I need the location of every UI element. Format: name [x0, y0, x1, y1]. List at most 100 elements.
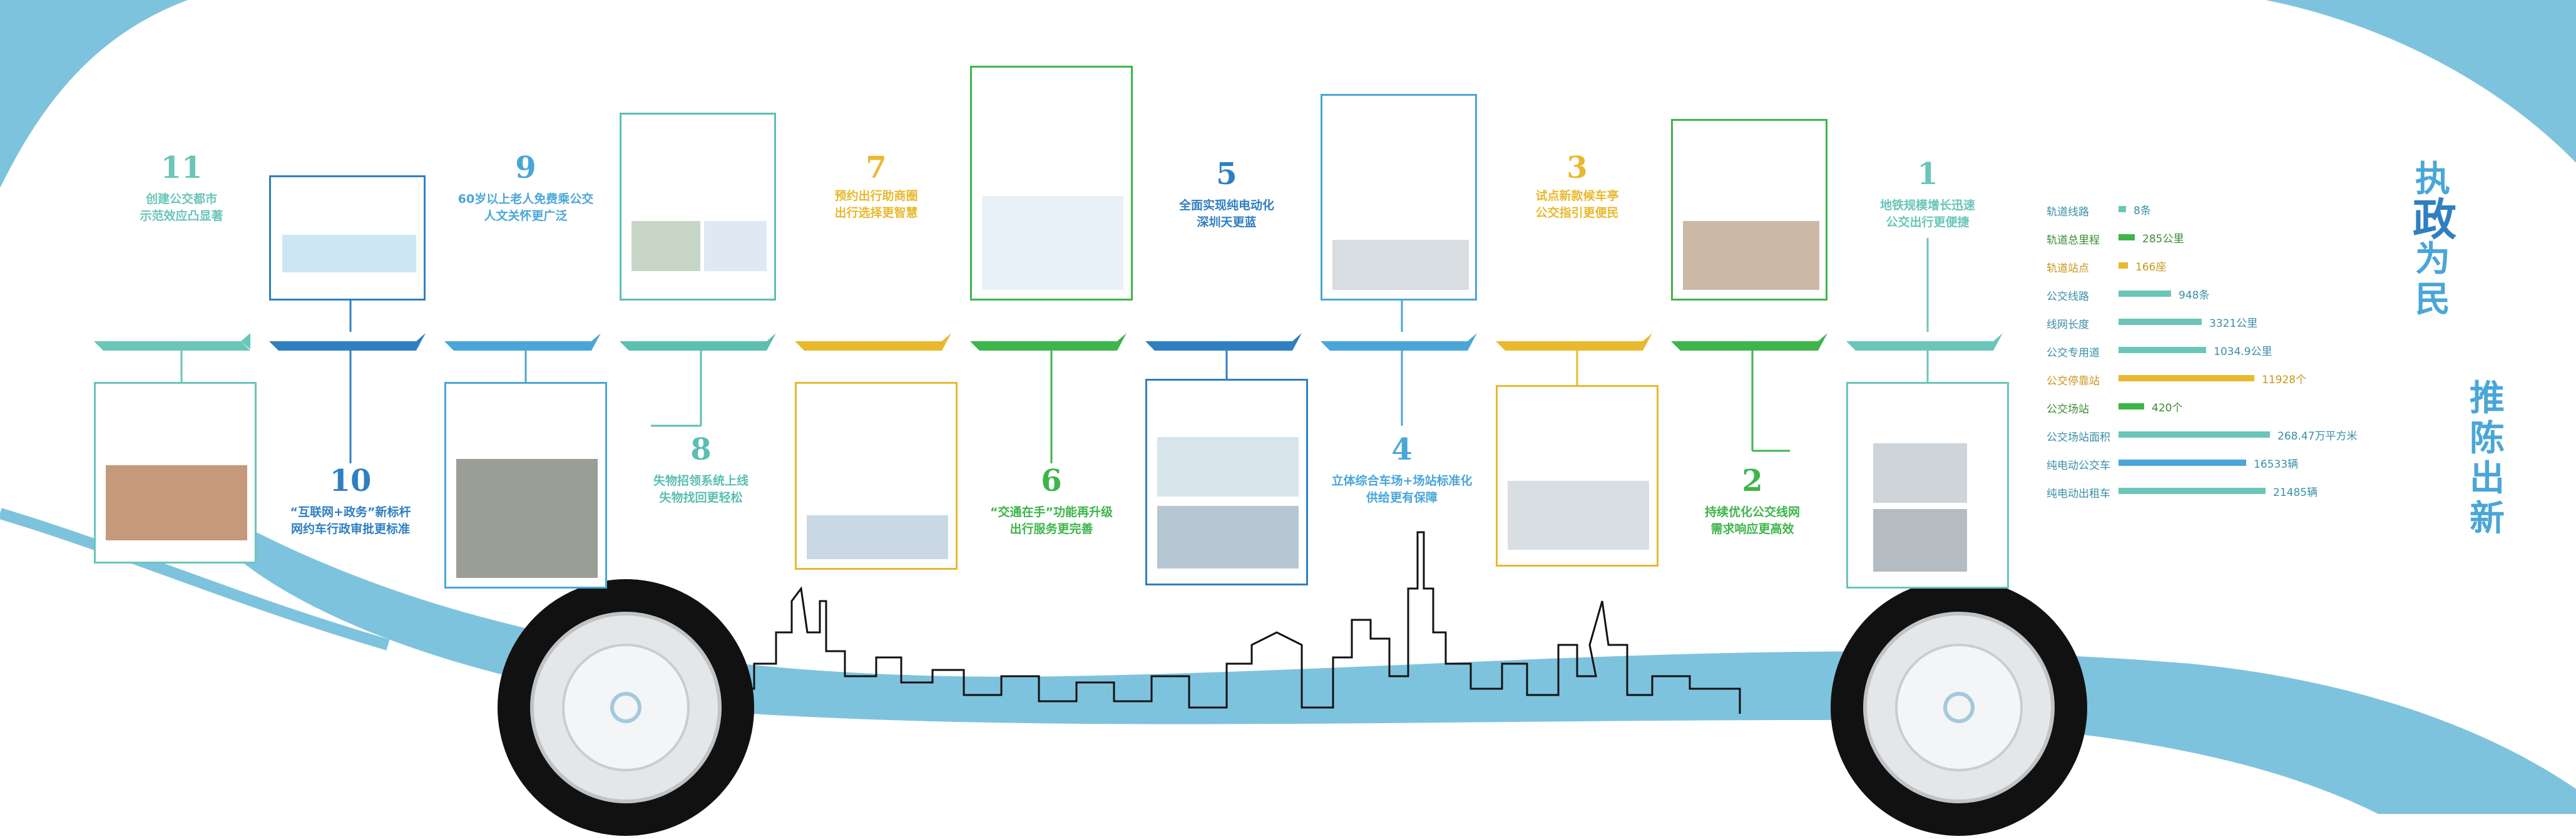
timeline-arrows [94, 238, 2003, 463]
stat-bar [2119, 234, 2135, 240]
box-5-photo-b [1157, 506, 1299, 569]
box-10-top [269, 175, 426, 301]
box-9-bottom [444, 382, 607, 589]
arrow-8 [620, 333, 776, 351]
arrow-3 [1496, 333, 1652, 351]
milestone-caption-11: 创建公交都市 示范效应凸显著 [140, 192, 223, 223]
slogan-char: 陈 [2470, 418, 2505, 459]
slogan-char: 推 [2470, 378, 2505, 419]
box-2-photo [1683, 221, 1819, 290]
stat-value: 3321公里 [2209, 317, 2258, 330]
stat-value: 285公里 [2142, 233, 2184, 245]
slogan-part2: 推 陈 出 新 [2467, 379, 2507, 539]
stat-value: 166座 [2135, 261, 2167, 274]
stat-label: 公交专用道 [2047, 347, 2100, 359]
skyline-outline [737, 531, 1741, 714]
box-9-photo [456, 459, 598, 578]
stat-label: 纯电动公交车 [2047, 460, 2110, 472]
milestone-number-9: 9 [515, 150, 536, 185]
stat-value: 11928个 [2262, 374, 2307, 386]
stat-value: 420个 [2152, 402, 2183, 414]
milestone-number-2: 2 [1742, 463, 1763, 498]
milestone-caption-9: 60岁以上老人免费乘公交 人文关怀更广泛 [457, 192, 594, 223]
slogan-char: 执 [2415, 159, 2450, 200]
stat-bar [2119, 431, 2270, 438]
stat-label: 纯电动出租车 [2047, 488, 2110, 500]
box-7-photo [807, 515, 948, 559]
stat-label: 轨道总里程 [2047, 234, 2100, 247]
box-5-photo-a [1157, 437, 1299, 497]
box-10-photo [282, 235, 416, 272]
arrow-2 [1671, 333, 1827, 351]
box-8-top [620, 113, 776, 301]
arrow-5 [1145, 333, 1302, 351]
stat-bar [2119, 262, 2128, 269]
milestone-caption-7: 预约出行助商圈 出行选择更智慧 [834, 189, 918, 220]
main-wave [244, 526, 2576, 814]
arrow-4 [1321, 333, 1477, 351]
stat-bar [2119, 403, 2144, 409]
milestone-caption-4: 立体综合车场+场站标准化 供给更有保障 [1331, 474, 1473, 505]
arrow-7 [795, 333, 951, 351]
slogan-char: 为 [2415, 239, 2450, 280]
stat-bar [2119, 319, 2202, 325]
box-2-top [1671, 119, 1827, 301]
stat-bar [2119, 347, 2206, 353]
stat-value: 268.47万平方米 [2277, 430, 2358, 443]
slogan-char: 新 [2470, 498, 2505, 539]
right-wheel [1831, 579, 2087, 836]
stat-value: 1034.9公里 [2214, 346, 2272, 358]
stat-label: 公交线路 [2047, 291, 2089, 303]
box-1-photo-a [1873, 443, 1967, 503]
milestone-number-6: 6 [1041, 463, 1062, 498]
stat-bar [2119, 460, 2246, 466]
box-8-photo-b [704, 221, 767, 271]
box-11-bottom [94, 382, 257, 564]
stat-label: 轨道站点 [2047, 262, 2089, 275]
stat-bar [2119, 488, 2266, 494]
box-6-top [970, 66, 1133, 301]
box-3-photo [1508, 481, 1649, 550]
box-11-plaque [106, 465, 247, 540]
stat-bar [2119, 375, 2254, 381]
arrow-9 [444, 333, 601, 351]
box-1-photo-b [1873, 509, 1967, 572]
stat-value: 21485辆 [2273, 486, 2318, 499]
city-skyline [737, 531, 1741, 714]
stat-label: 公交场站 [2047, 403, 2089, 416]
box-4-top [1321, 94, 1477, 301]
slogan-part1: 执 政 为 民 [2413, 159, 2456, 320]
stat-bar [2119, 291, 2171, 297]
arrow-6 [970, 333, 1127, 351]
arrow-10 [269, 333, 426, 351]
box-5-bottom [1145, 379, 1308, 585]
stat-bar [2119, 206, 2126, 212]
milestone-caption-5: 全面实现纯电动化 深圳天更蓝 [1178, 198, 1274, 229]
top-left-wave [0, 0, 188, 188]
milestone-number-1: 1 [1917, 157, 1938, 192]
stat-value: 8条 [2134, 205, 2151, 217]
box-8-photo-a [631, 221, 700, 271]
box-6-app-screens [982, 196, 1123, 290]
milestone-caption-3: 试点新款候车亭 公交指引更便民 [1535, 189, 1619, 220]
thin-wave [0, 508, 390, 651]
stat-label: 线网长度 [2047, 319, 2089, 331]
milestone-number-5: 5 [1216, 157, 1237, 192]
milestone-caption-6: “交通在手”功能再升级 出行服务更完善 [990, 505, 1113, 536]
box-7-bottom [795, 382, 958, 570]
slogan-char: 出 [2470, 458, 2505, 499]
milestone-number-8: 8 [690, 432, 712, 467]
milestone-number-10: 10 [329, 463, 372, 498]
milestone-caption-8: 失物招领系统上线 失物找回更轻松 [653, 474, 749, 505]
left-wheel [498, 579, 754, 836]
stat-label: 轨道线路 [2047, 206, 2089, 219]
milestone-caption-2: 持续优化公交线网 需求响应更高效 [1704, 505, 1800, 536]
milestone-number-7: 7 [866, 150, 887, 185]
stat-label: 公交场站面积 [2047, 431, 2110, 444]
box-4-photo [1332, 240, 1469, 290]
stat-value: 16533辆 [2254, 458, 2299, 471]
slogan-char: 民 [2415, 279, 2450, 320]
box-1-bottom [1846, 382, 2009, 589]
stat-value: 948条 [2179, 289, 2210, 302]
